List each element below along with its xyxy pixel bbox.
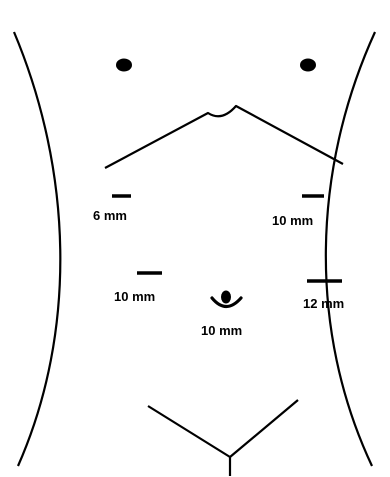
port-label-left-lower: 10 mm (114, 290, 155, 303)
right-torso-outline (326, 32, 375, 466)
port-label-right-upper: 10 mm (272, 214, 313, 227)
port-label-right-lower: 12 mm (303, 297, 344, 310)
right-nipple (300, 59, 316, 72)
port-label-left-upper: 6 mm (93, 209, 127, 222)
inguinal-lines (148, 400, 298, 457)
costal-margin (105, 106, 343, 168)
umbilicus-icon (212, 291, 241, 307)
left-nipple (116, 59, 132, 72)
left-torso-outline (14, 32, 60, 466)
port-label-umbilical: 10 mm (201, 324, 242, 337)
